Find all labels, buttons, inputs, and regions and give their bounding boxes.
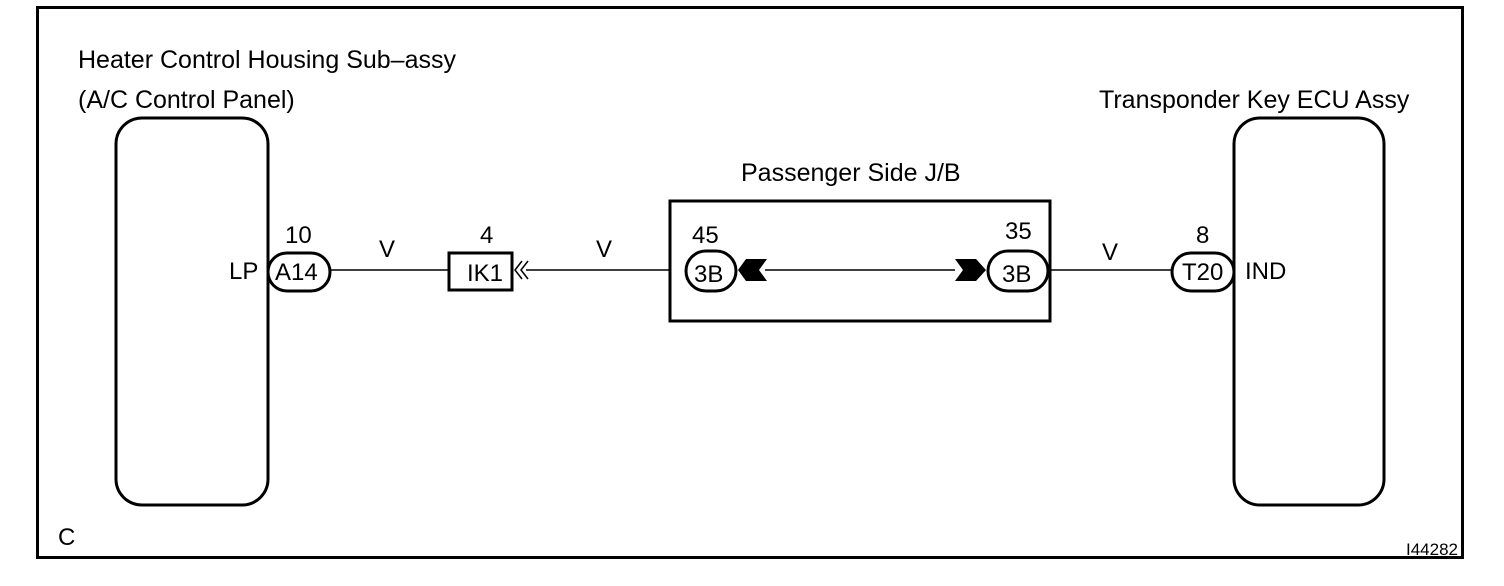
- connector-t20-oval: [1170, 251, 1236, 293]
- jb-left-connector-code: 3B: [694, 261, 724, 288]
- transponder-terminal-label: IND: [1245, 258, 1287, 285]
- wire-color-label-2: V: [596, 236, 613, 263]
- jb-right-pin-number: 35: [1005, 218, 1032, 245]
- heater-control-box: [114, 116, 270, 507]
- jb-right-connector-code: 3B: [1002, 261, 1032, 288]
- connector-jb-left-oval: [684, 249, 738, 293]
- heater-title-line1: Heater Control Housing Sub–assy: [78, 46, 456, 74]
- figure-id: I44282: [1406, 540, 1458, 559]
- connector-a14-oval: [266, 251, 332, 293]
- t20-pin-number: 8: [1196, 222, 1210, 249]
- wire-color-label-3: V: [1102, 239, 1119, 266]
- heater-title-line2: (A/C Control Panel): [78, 86, 295, 114]
- t20-connector-code: T20: [1182, 259, 1224, 286]
- transponder-ecu-box: [1232, 116, 1386, 507]
- wire-color-label-1: V: [379, 236, 396, 263]
- transponder-title: Transponder Key ECU Assy: [1099, 86, 1410, 114]
- junction-box: [668, 199, 1052, 323]
- ik1-pin-number: 4: [480, 222, 494, 249]
- jb-right-arrow-icon: [955, 259, 986, 281]
- jb-left-pin-number: 45: [692, 222, 719, 249]
- a14-connector-code: A14: [275, 259, 318, 286]
- connector-ik1-box: [447, 251, 514, 292]
- jb-left-arrow-icon: [738, 259, 767, 281]
- a14-pin-number: 10: [285, 222, 312, 249]
- ik1-connector-code: IK1: [467, 260, 504, 287]
- heater-terminal-label: LP: [229, 258, 259, 285]
- section-letter: C: [58, 524, 76, 551]
- connector-jb-right-oval: [986, 249, 1050, 293]
- junction-box-title: Passenger Side J/B: [741, 159, 961, 187]
- ik1-chevron-icon: [514, 260, 529, 280]
